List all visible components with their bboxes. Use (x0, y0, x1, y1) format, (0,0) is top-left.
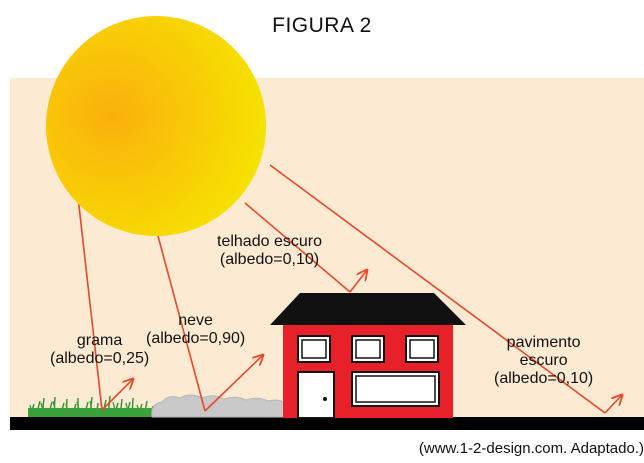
ray-to-pavement-incident (269, 164, 606, 414)
label-pavimento: pavimento escuro (albedo=0,10) (494, 334, 593, 388)
ray-to-grass-incident (77, 196, 103, 411)
label-pavimento-albedo: (albedo=0,10) (494, 370, 594, 387)
ray-to-roof-reflected (349, 270, 367, 293)
house (270, 293, 466, 419)
sun (46, 16, 266, 236)
label-grama-albedo: (albedo=0,25) (50, 350, 150, 367)
ground-strip (10, 417, 644, 430)
ray-to-snow-incident (157, 235, 206, 412)
label-neve-name: neve (178, 312, 213, 329)
house-roof (270, 293, 466, 325)
ray-to-pavement-reflected (604, 395, 622, 414)
label-grama-name: grama (76, 332, 123, 349)
light-rays (77, 164, 622, 414)
ray-to-grass-reflected (101, 379, 133, 411)
source-credit: (www.1-2-design.com. Adaptado.) (418, 440, 644, 457)
label-neve-albedo: (albedo=0,90) (146, 330, 246, 347)
label-telhado-albedo: (albedo=0,10) (219, 251, 320, 268)
label-telhado: telhado escuro (albedo=0,10) (217, 233, 322, 269)
ray-to-snow-reflected (204, 355, 263, 412)
ray-to-roof-incident (244, 202, 351, 293)
grass-base (28, 408, 154, 417)
label-pavimento-line1: pavimento (506, 334, 581, 351)
label-telhado-name: telhado escuro (217, 233, 322, 250)
label-pavimento-line2: escuro (519, 352, 568, 369)
house-door (297, 371, 335, 419)
figure-title: FIGURA 2 (272, 14, 372, 37)
label-neve: neve (albedo=0,90) (146, 312, 245, 348)
house-wide-window (351, 371, 440, 407)
label-grama: grama (albedo=0,25) (50, 332, 149, 368)
door-knob (323, 397, 327, 401)
